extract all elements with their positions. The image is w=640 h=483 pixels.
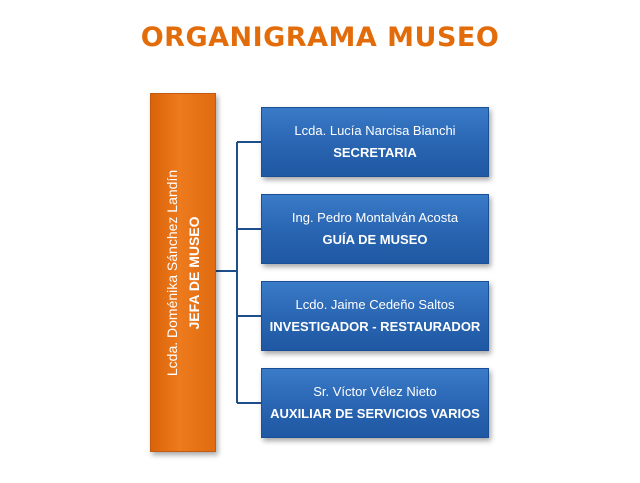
staff-name: Lcdo. Jaime Cedeño Saltos [295,297,455,312]
page-title: ORGANIGRAMA MUSEO [140,22,500,53]
chief-name: Lcda. Doménika Sánchez Landín [164,169,180,376]
staff-node-investigador: Lcdo. Jaime Cedeño Saltos INVESTIGADOR -… [261,281,489,351]
staff-role: AUXILIAR DE SERVICIOS VARIOS [270,406,480,421]
staff-name: Lcda. Lucía Narcisa Bianchi [294,123,456,138]
chief-role: JEFA DE MUSEO [186,215,202,330]
staff-node-guia: Ing. Pedro Montalván Acosta GUÍA DE MUSE… [261,194,489,264]
staff-role: SECRETARIA [333,145,417,160]
staff-role: GUÍA DE MUSEO [322,232,428,247]
chief-node: Lcda. Doménika Sánchez Landín JEFA DE MU… [150,93,216,452]
staff-name: Ing. Pedro Montalván Acosta [291,210,459,225]
staff-node-auxiliar: Sr. Víctor Vélez Nieto AUXILIAR DE SERVI… [261,368,489,438]
staff-role: INVESTIGADOR - RESTAURADOR [269,319,481,334]
staff-name: Sr. Víctor Vélez Nieto [313,384,437,399]
staff-node-secretaria: Lcda. Lucía Narcisa Bianchi SECRETARIA [261,107,489,177]
